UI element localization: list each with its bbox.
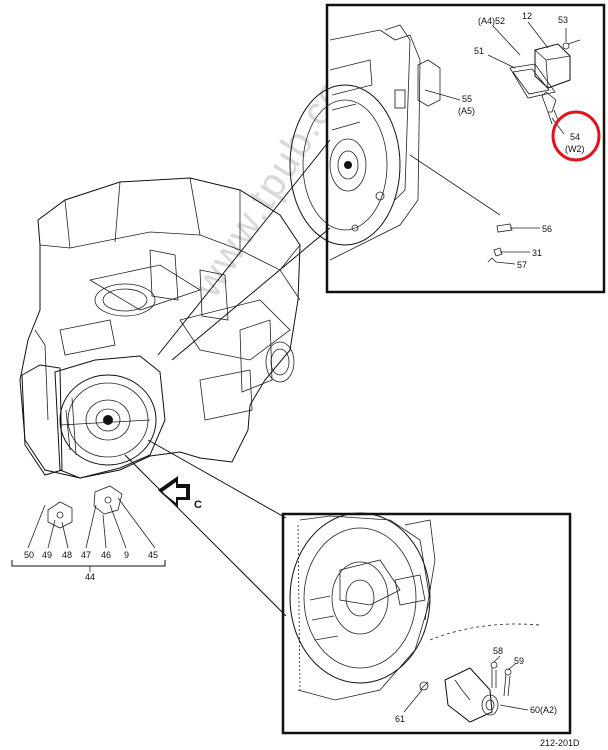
callout-12: 12	[522, 11, 532, 21]
view-c-label: C	[194, 499, 202, 511]
callout-31: 31	[532, 248, 542, 258]
callout-59: 59	[514, 656, 524, 666]
main-assembly-drawing	[19, 177, 301, 529]
callout-60-a2: 60(A2)	[530, 705, 557, 715]
callout-61: 61	[395, 714, 405, 724]
inset-connector-top-b	[171, 227, 331, 361]
callout-a5: (A5)	[458, 106, 475, 116]
bottom-inset-leaders	[403, 655, 529, 713]
callout-57: 57	[517, 260, 527, 270]
callout-58: 58	[493, 646, 503, 656]
callout-a4-52: (A4)52	[478, 16, 505, 26]
callout-46: 46	[101, 550, 111, 560]
main-leaders	[11, 497, 166, 572]
callout-45: 45	[148, 550, 158, 560]
top-inset-drawing	[289, 24, 581, 263]
callout-54: 54	[570, 132, 580, 142]
callout-51: 51	[474, 46, 484, 56]
callout-49: 49	[42, 550, 52, 560]
figure-code: 212-201D	[540, 738, 580, 748]
view-arrow	[158, 476, 190, 508]
callout-44: 44	[85, 572, 95, 582]
callout-55: 55	[462, 94, 472, 104]
callout-w2: (W2)	[565, 144, 585, 154]
callout-48: 48	[62, 550, 72, 560]
bottom-inset-drawing	[289, 512, 541, 723]
callout-9: 9	[124, 550, 129, 560]
inset-connector-top-a	[157, 139, 331, 356]
highlight-circle	[551, 110, 601, 162]
callout-50: 50	[24, 550, 34, 560]
top-inset-leaders	[424, 21, 567, 265]
inset-connector-bottom-a	[147, 439, 287, 519]
callout-56: 56	[542, 224, 552, 234]
inset-connector-bottom-b	[124, 454, 287, 617]
callout-53: 53	[558, 15, 568, 25]
callout-47: 47	[81, 550, 91, 560]
